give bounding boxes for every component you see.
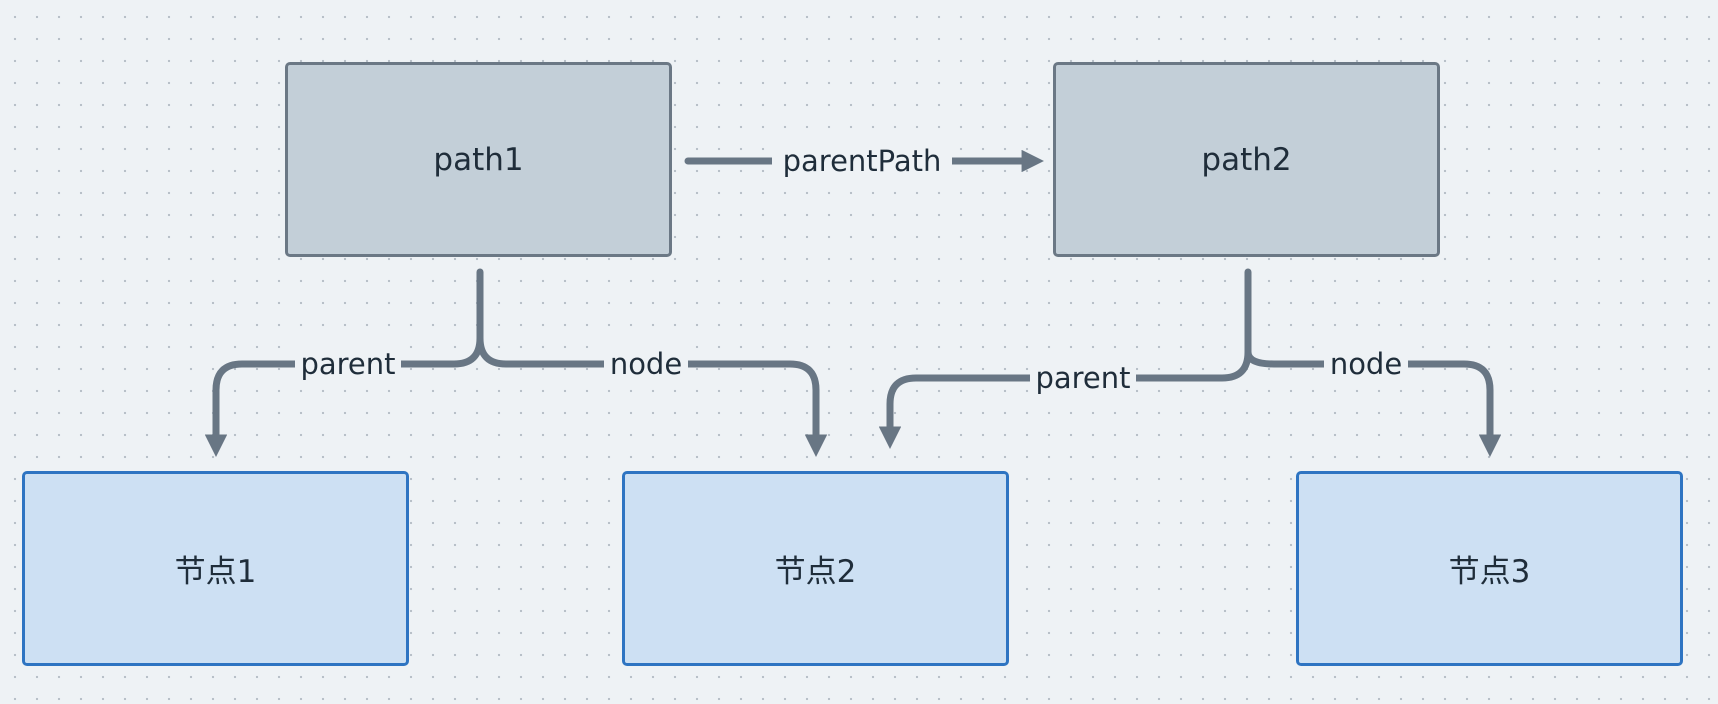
edge-path2-to-node2 bbox=[878, 268, 1252, 449]
edge-label-bg bbox=[1324, 344, 1408, 384]
path1-box[interactable]: path1 bbox=[285, 62, 672, 257]
node3-box[interactable]: 节点3 bbox=[1296, 471, 1683, 666]
edge-label-parent-2: parent bbox=[1035, 361, 1130, 395]
edge-path1-to-node2 bbox=[476, 334, 828, 457]
node2-box[interactable]: 节点2 bbox=[622, 471, 1009, 666]
edge-label-node-1: node bbox=[610, 347, 682, 381]
path2-label: path2 bbox=[1201, 141, 1292, 178]
edge-label-node-2: node bbox=[1330, 347, 1402, 381]
edge-label-bg bbox=[1030, 358, 1136, 398]
edge-label-parentpath: parentPath bbox=[783, 144, 942, 178]
node2-label: 节点2 bbox=[774, 554, 857, 590]
edge-label-bg bbox=[772, 141, 952, 181]
edge-label-parent-1: parent bbox=[300, 347, 395, 381]
path1-label: path1 bbox=[433, 141, 524, 178]
edge-path2-to-node3 bbox=[1244, 348, 1502, 457]
edge-label-bg bbox=[604, 344, 688, 384]
node1-label: 节点1 bbox=[174, 554, 257, 590]
node1-box[interactable]: 节点1 bbox=[22, 471, 409, 666]
edge-label-bg bbox=[295, 344, 401, 384]
node3-label: 节点3 bbox=[1448, 554, 1531, 590]
path2-box[interactable]: path2 bbox=[1053, 62, 1440, 257]
